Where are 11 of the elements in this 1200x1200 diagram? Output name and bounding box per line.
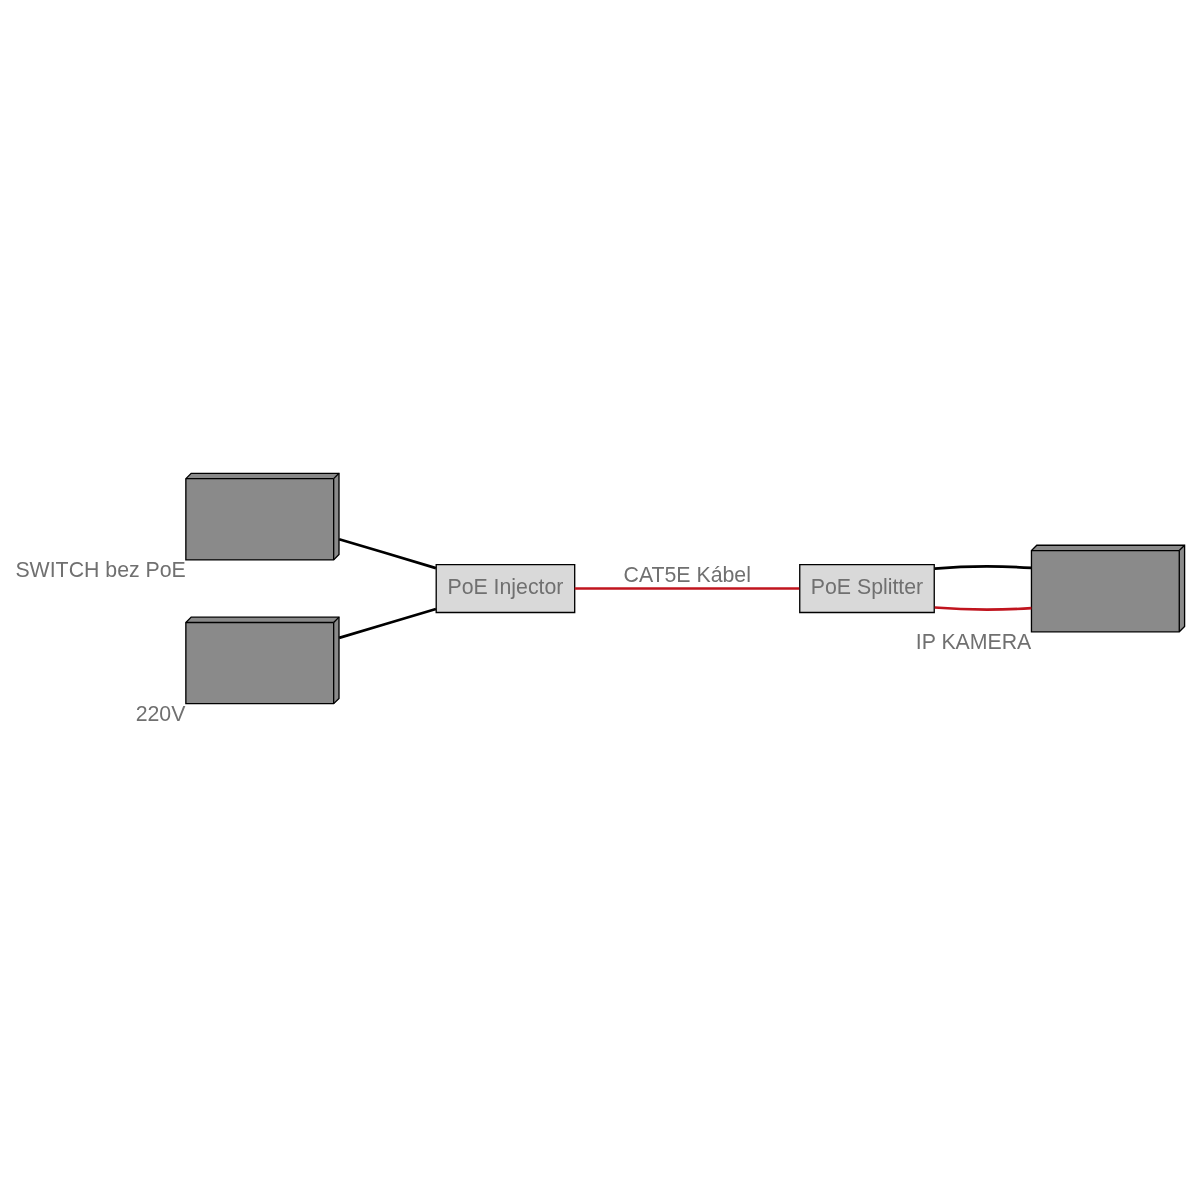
node-label: IP KAMERA — [915, 629, 1032, 654]
connector — [574, 586, 800, 590]
connector — [338, 537, 437, 569]
node-box: PoE Splitter — [799, 563, 935, 613]
connector — [934, 605, 1032, 611]
node-label: 220V — [135, 701, 186, 726]
connector — [934, 564, 1032, 570]
node-label: SWITCH bez PoE — [15, 557, 186, 582]
edge-label: CAT5E Kábel — [623, 562, 751, 587]
connector — [338, 607, 437, 639]
node-box: PoE Injector — [435, 563, 576, 613]
